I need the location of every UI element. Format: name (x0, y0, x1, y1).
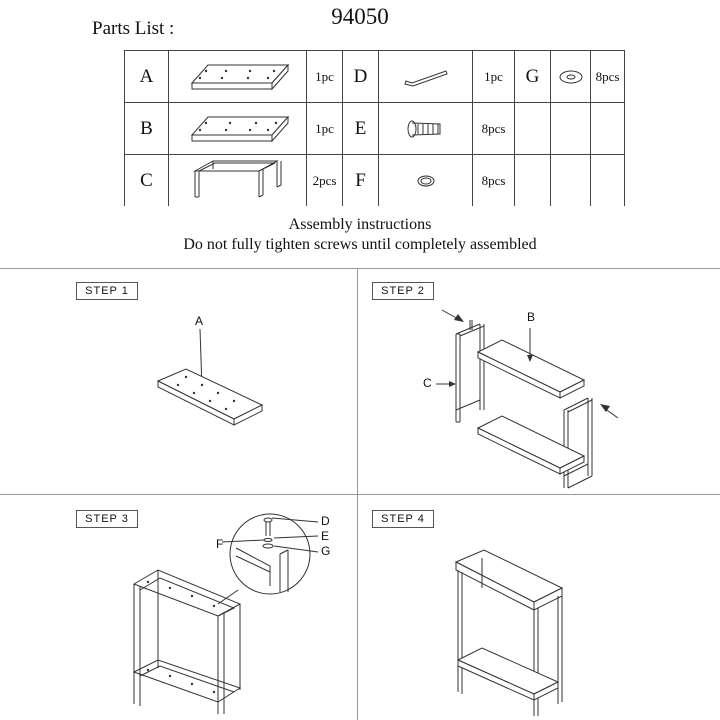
part-qty: 1pc (306, 102, 343, 155)
parts-row: A 1pc D 1pc G (124, 50, 625, 103)
parts-list-title: Parts List : (92, 18, 175, 39)
callout-e: E (321, 529, 330, 543)
parts-table: A 1pc D 1pc G (124, 50, 625, 206)
instructions-title: Assembly instructions (288, 216, 432, 233)
part-letter: D (342, 50, 379, 103)
divider (0, 268, 720, 269)
callout-c: C (423, 376, 432, 390)
top-panel-icon (168, 50, 307, 103)
step-1-label: STEP 1 (76, 282, 138, 300)
part-qty: 2pcs (306, 154, 343, 206)
part-letter: E (342, 102, 379, 155)
bottom-panel-icon (168, 102, 307, 155)
callout-d: D (321, 514, 330, 528)
step-1-diagram (156, 328, 264, 426)
parts-row: C 2pcs F 8pcs (124, 154, 625, 206)
part-qty: 8pcs (472, 102, 515, 155)
instructions-warning: Do not fully tighten screws until comple… (183, 236, 537, 253)
step-3-diagram (132, 513, 319, 714)
part-letter: G (514, 50, 551, 103)
step-4-label: STEP 4 (372, 510, 434, 528)
part-qty: 1pc (472, 50, 515, 103)
parts-row: B 1pc E 8pcs (124, 102, 625, 155)
step-2-diagram (436, 309, 619, 489)
allen-key-icon (378, 50, 473, 103)
divider (357, 268, 358, 720)
part-letter: C (124, 154, 169, 206)
callout-b: B (527, 310, 536, 324)
step-4-diagram (454, 549, 564, 716)
part-letter: B (124, 102, 169, 155)
model-number: 94050 (331, 4, 389, 29)
part-qty: 8pcs (472, 154, 515, 206)
divider (0, 494, 720, 495)
part-letter: F (342, 154, 379, 206)
step-2-label: STEP 2 (372, 282, 434, 300)
side-frame-icon (168, 154, 307, 206)
callout-a: A (195, 314, 204, 328)
screw-icon (378, 102, 473, 155)
callout-f: F (216, 537, 224, 551)
part-qty: 1pc (306, 50, 343, 103)
spring-washer-icon (378, 154, 473, 206)
flat-washer-icon (550, 50, 591, 103)
part-letter: A (124, 50, 169, 103)
callout-g: G (321, 544, 331, 558)
part-qty: 8pcs (590, 50, 625, 103)
step-3-label: STEP 3 (76, 510, 138, 528)
